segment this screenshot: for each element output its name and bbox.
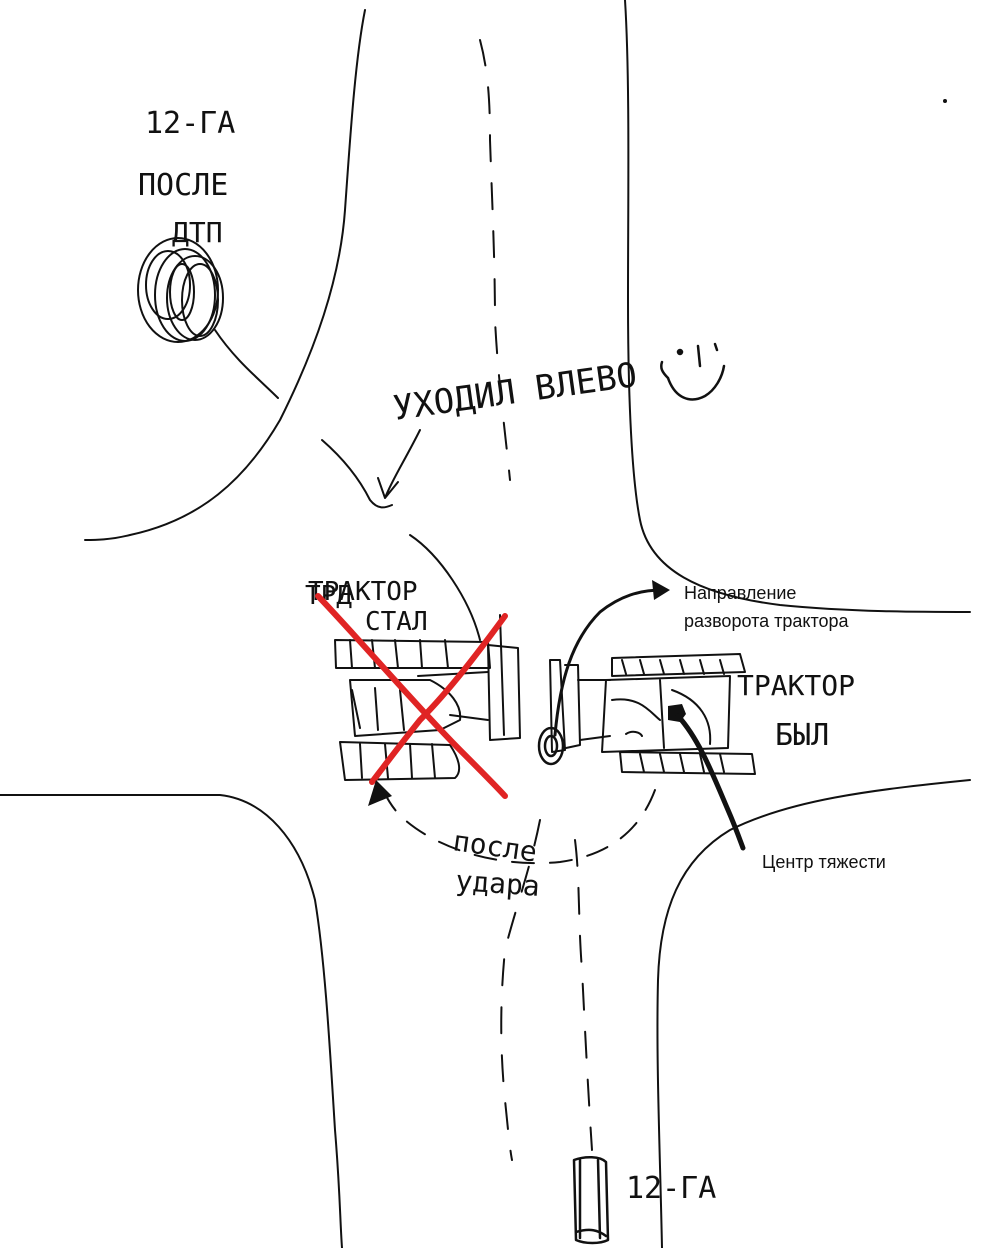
goes-left-label: УХОДИЛ ВЛЕВО	[391, 355, 640, 429]
after-impact-arrowhead	[368, 780, 392, 806]
stray-ink-dot	[943, 99, 947, 103]
direction-label-line2: разворота трактора	[684, 611, 850, 631]
tractor-before-label-line1: ТРАКТОР	[737, 669, 855, 702]
car-before-label: 12-ГА	[626, 1171, 716, 1206]
crashed-car-scribble-icon	[137, 237, 279, 399]
red-cross-icon	[315, 593, 508, 799]
road-edge-top-right	[624, 0, 971, 613]
road-edge-top-left	[84, 9, 366, 541]
rotation-direction-group: Направление разворота трактора	[553, 580, 850, 737]
median-island-edge	[321, 439, 393, 509]
tractor-before-group: ТРАКТОР БЫЛ	[537, 653, 855, 775]
center-of-gravity-pointer	[675, 713, 746, 851]
road-edge-bottom-right	[656, 779, 971, 1248]
tractor-after-body	[334, 614, 521, 781]
car-after-label-line2: ПОСЛЕ	[138, 168, 228, 203]
tractor-after-group: ТРАКТОР ТРД СТАЛ	[305, 577, 521, 799]
direction-label-line1: Направление	[684, 583, 796, 603]
pivot-wheel-icon	[537, 726, 565, 766]
goes-left-group: УХОДИЛ ВЛЕВО	[377, 342, 726, 499]
car-after-label-line1: 12-ГА	[145, 106, 235, 141]
after-impact-label-line2: удара	[455, 864, 541, 903]
smiley-face-icon	[660, 342, 726, 401]
center-line-bottom-left	[500, 819, 541, 1161]
road-edge-bottom-left	[0, 793, 343, 1248]
car-before-group: 12-ГА	[572, 1156, 716, 1245]
goes-left-arrow	[377, 429, 421, 499]
center-line-bottom	[574, 839, 593, 1151]
rotation-direction-arrow	[553, 588, 664, 737]
center-line-top	[479, 39, 511, 481]
tractor-before-body	[549, 653, 756, 775]
center-of-gravity-group: Центр тяжести	[668, 704, 886, 872]
tractor-before-label-line2: БЫЛ	[775, 718, 829, 753]
road-edges	[0, 0, 971, 1248]
rotation-direction-arrowhead	[652, 580, 670, 600]
after-impact-group: после удара	[368, 780, 656, 903]
center-of-gravity-label: Центр тяжести	[762, 852, 886, 872]
after-impact-trajectory	[383, 789, 656, 865]
car-after-accident-group: 12-ГА ПОСЛЕ ДТП	[137, 106, 279, 399]
tractor-after-label-line2: СТАЛ	[365, 607, 428, 637]
center-lines	[479, 39, 593, 1161]
road-edge-inner-left	[409, 534, 481, 641]
car-before-icon	[572, 1156, 610, 1245]
after-impact-label-line1: после	[451, 824, 539, 868]
